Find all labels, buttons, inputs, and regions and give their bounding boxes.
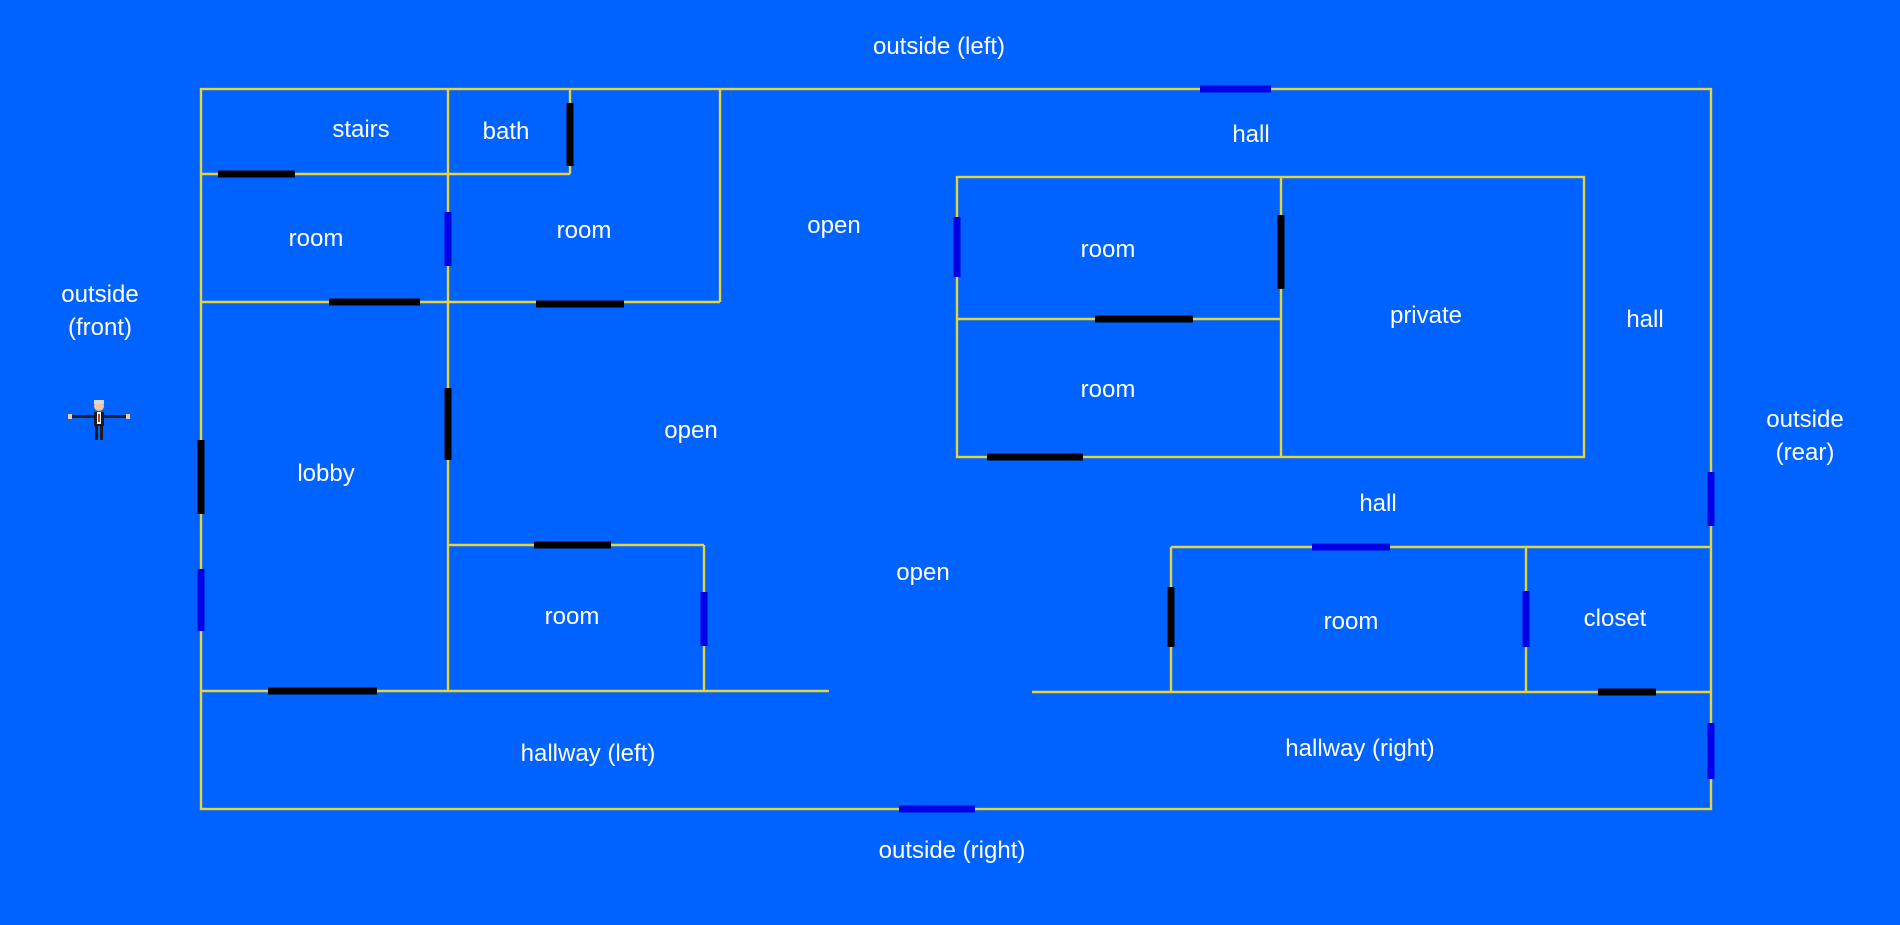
label-outside-rear: outside (1766, 406, 1843, 433)
label-stairs: stairs (332, 116, 389, 143)
wall (955, 175, 1586, 459)
label-room: room (289, 225, 344, 252)
label-open: open (807, 212, 860, 239)
label-lobby: lobby (297, 460, 354, 487)
label-outside-left: outside (left) (873, 33, 1005, 60)
label-open: open (664, 417, 717, 444)
label-room: room (545, 603, 600, 630)
label-outside-right: outside (right) (879, 837, 1026, 864)
label-outside-front: outside (61, 281, 138, 308)
label-room: room (557, 217, 612, 244)
label-private: private (1390, 302, 1462, 329)
label-hall: hall (1232, 121, 1269, 148)
label-bath: bath (483, 118, 530, 145)
label-closet: closet (1584, 605, 1647, 632)
label-room: room (1081, 236, 1136, 263)
walls (199, 87, 1713, 811)
labels: outside (left) outside (front) outside (… (61, 33, 1843, 864)
doors (197, 85, 1715, 813)
label-hallway-right: hallway (right) (1285, 735, 1434, 762)
label-outside-front: (front) (68, 314, 132, 341)
person-icon[interactable] (68, 400, 130, 440)
label-room: room (1324, 608, 1379, 635)
label-hall: hall (1359, 490, 1396, 517)
label-open: open (896, 559, 949, 586)
label-hallway-left: hallway (left) (521, 740, 656, 767)
label-hall: hall (1626, 306, 1663, 333)
label-room: room (1081, 376, 1136, 403)
label-outside-rear: (rear) (1776, 439, 1835, 466)
